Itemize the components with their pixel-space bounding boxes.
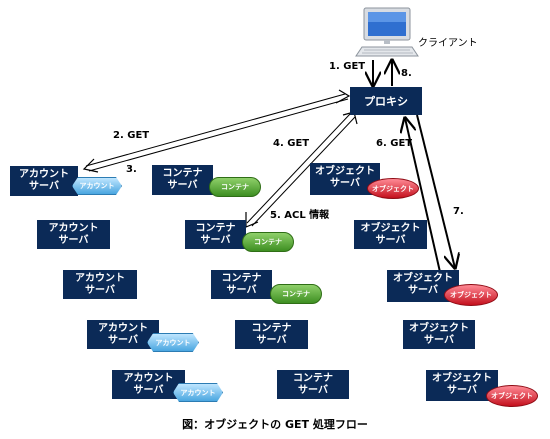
server-label: サーバ <box>167 180 198 191</box>
server-type-label: アカウント <box>123 373 174 384</box>
step-5-label: 5. ACL 情報 <box>270 210 330 221</box>
arrow-step-6 <box>416 114 455 268</box>
figure-caption: 図：オブジェクトの GET 処理フロー <box>182 418 368 431</box>
server-label: サーバ <box>200 235 231 246</box>
server-label: サーバ <box>256 335 287 346</box>
arrow-step-7 <box>405 118 441 273</box>
arrow-step-4-5 <box>245 111 358 228</box>
container-server: コンテナ サーバ <box>211 270 272 299</box>
container-badge: コンテナ <box>270 284 322 304</box>
account-badge: アカウント <box>173 383 223 402</box>
server-type-label: アカウント <box>48 223 99 234</box>
server-type-label: アカウント <box>75 273 125 284</box>
object-badge: オブジェクト <box>486 385 538 407</box>
container-badge: コンテナ <box>209 177 261 197</box>
server-label: サーバ <box>424 335 454 346</box>
arrow-step-2-3 <box>82 89 351 173</box>
server-type-label: オブジェクト <box>393 273 453 284</box>
container-server: コンテナ サーバ <box>277 370 349 399</box>
proxy-server: プロキシ <box>350 87 422 115</box>
container-server: コンテナ サーバ <box>235 320 308 349</box>
server-label: サーバ <box>447 385 477 396</box>
step-7-label: 7. <box>453 206 464 217</box>
client-label: クライアント <box>418 38 478 49</box>
step-4-label: 4. GET <box>273 138 310 149</box>
server-label: サーバ <box>330 178 360 189</box>
server-type-label: オブジェクト <box>315 166 375 177</box>
object-server: オブジェクト サーバ <box>354 220 427 249</box>
object-server: オブジェクト サーバ <box>403 320 475 349</box>
container-server: コンテナ サーバ <box>152 165 213 195</box>
server-label: サーバ <box>408 285 438 296</box>
step-8-label: 8. <box>401 68 412 79</box>
server-label: サーバ <box>108 335 138 346</box>
server-type-label: コンテナ <box>162 168 203 179</box>
server-label: サーバ <box>298 385 328 396</box>
server-type-label: オブジェクト <box>360 223 421 234</box>
object-badge: オブジェクト <box>444 284 498 306</box>
step-2-label: 2. GET <box>113 130 150 141</box>
account-server: アカウント サーバ <box>112 370 185 399</box>
server-label: サーバ <box>133 385 164 396</box>
account-server: アカウント サーバ <box>10 166 78 196</box>
server-type-label: アカウント <box>19 169 69 180</box>
server-type-label: コンテナ <box>195 223 236 234</box>
server-label: サーバ <box>226 285 257 296</box>
server-label: サーバ <box>58 235 89 246</box>
server-label: サーバ <box>375 235 406 246</box>
account-server: アカウント サーバ <box>37 220 110 249</box>
server-label: サーバ <box>29 181 59 192</box>
server-type-label: コンテナ <box>221 273 262 284</box>
server-label: サーバ <box>85 285 115 296</box>
step-6-label: 6. GET <box>376 138 413 149</box>
step-1-label: 1. GET <box>329 61 366 72</box>
server-type-label: アカウント <box>98 323 148 334</box>
server-type-label: コンテナ <box>293 373 333 384</box>
step-3-label: 3. <box>126 164 137 175</box>
proxy-label: プロキシ <box>364 95 408 108</box>
account-badge: アカウント <box>147 333 199 352</box>
account-server: アカウント サーバ <box>87 320 159 349</box>
container-server: コンテナ サーバ <box>185 220 246 249</box>
account-server: アカウント サーバ <box>63 270 137 299</box>
server-type-label: コンテナ <box>251 323 292 334</box>
server-type-label: オブジェクト <box>432 373 492 384</box>
computer-icon <box>355 7 419 57</box>
account-badge: アカウント <box>72 177 122 195</box>
container-badge: コンテナ <box>242 232 294 252</box>
object-server: オブジェクト サーバ <box>426 370 498 401</box>
server-type-label: オブジェクト <box>409 323 469 334</box>
object-badge: オブジェクト <box>367 178 419 199</box>
